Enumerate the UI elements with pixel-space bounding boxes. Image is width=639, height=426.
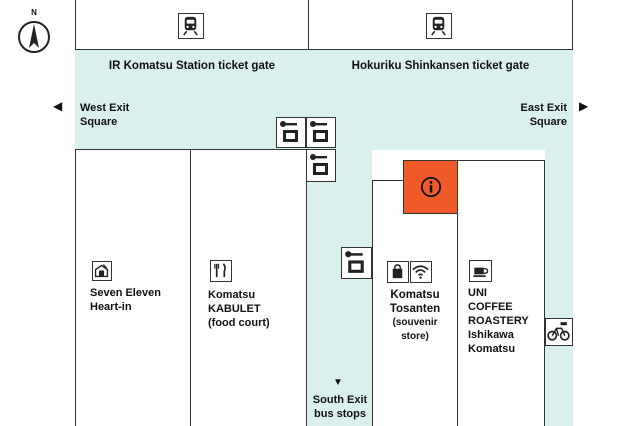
coin-locker-icon xyxy=(306,149,336,182)
kabulet-label: Komatsu KABULET (food court) xyxy=(208,289,270,329)
coin-locker-icon xyxy=(306,117,336,148)
compass-icon: N xyxy=(14,8,54,56)
uni-coffee-label: UNI COFFEE ROASTERY Ishikawa Komatsu xyxy=(468,287,529,355)
south-corridor xyxy=(306,150,372,426)
east-arrow-icon: ▶ xyxy=(579,99,589,113)
tosanten-label: Komatsu Tosanten (souvenir store) xyxy=(389,289,441,342)
shopping-bag-icon xyxy=(387,261,409,283)
west-arrow-icon: ◀ xyxy=(53,99,63,113)
bicycle-rental-icon xyxy=(545,318,573,346)
jr-gate-label: IR Komatsu Station ticket gate xyxy=(108,60,276,72)
uni-coffee-block xyxy=(457,160,545,426)
information-center[interactable] xyxy=(403,160,458,214)
coin-locker-icon xyxy=(341,247,372,279)
seven-eleven-block xyxy=(75,149,191,426)
coin-locker-icon xyxy=(276,117,306,148)
restaurant-icon xyxy=(210,260,232,282)
train-icon xyxy=(178,13,204,39)
tosanten-block xyxy=(372,180,458,426)
wifi-icon xyxy=(410,261,432,283)
shinkansen-gate-label: Hokuriku Shinkansen ticket gate xyxy=(351,60,530,72)
north-label: N xyxy=(31,8,37,17)
information-icon xyxy=(420,176,442,198)
east-corridor xyxy=(545,150,573,426)
south-exit-label: South Exit bus stops xyxy=(312,394,368,420)
convenience-store-icon xyxy=(92,261,112,281)
south-arrow-icon: ▼ xyxy=(333,377,343,388)
train-icon xyxy=(426,13,452,39)
west-exit-label: West Exit Square xyxy=(80,102,130,128)
seven-eleven-label: Seven Eleven Heart-in xyxy=(90,287,161,313)
coffee-cup-icon xyxy=(469,260,492,282)
east-exit-label: East Exit Square xyxy=(520,102,567,128)
kabulet-block xyxy=(190,149,307,426)
